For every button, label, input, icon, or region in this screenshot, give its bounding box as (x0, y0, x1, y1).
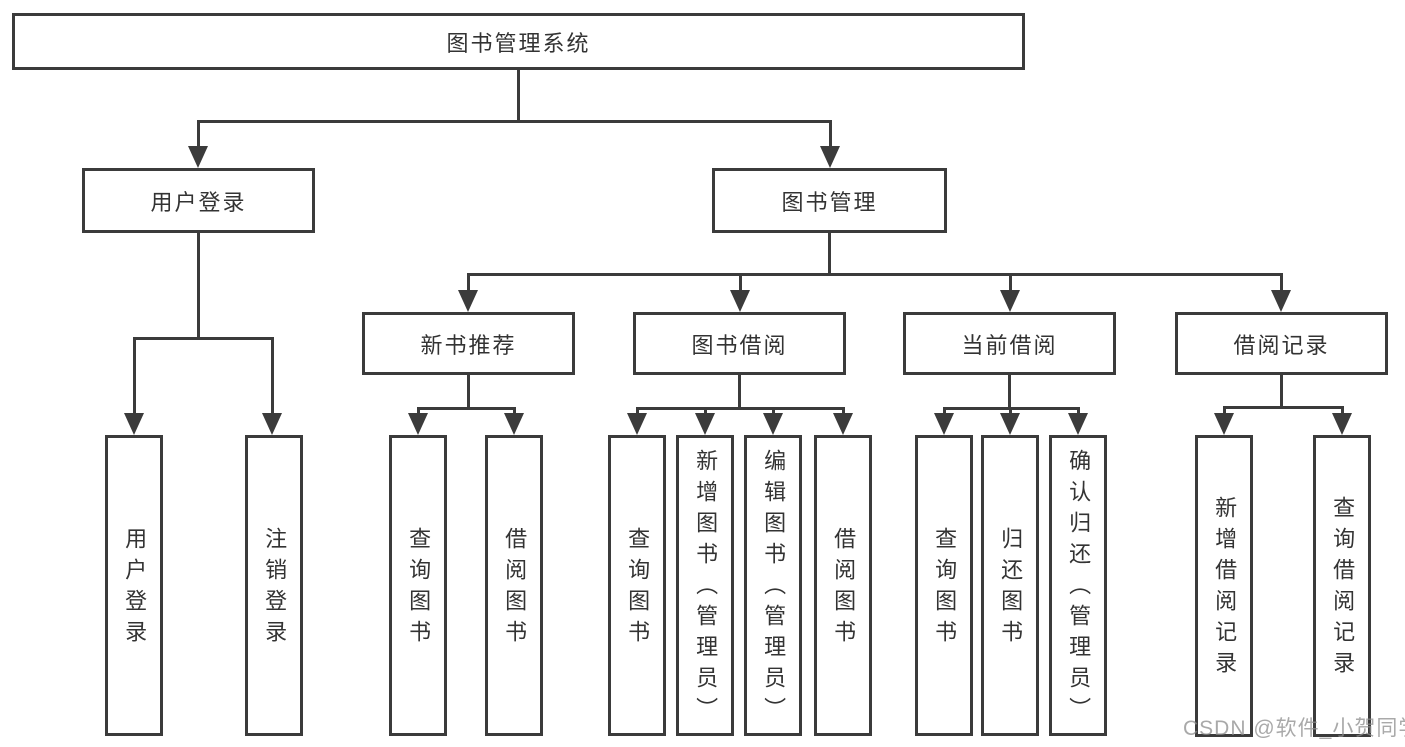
node-library-system: 图书管理系统 (12, 13, 1025, 70)
arrow-down-icon (820, 146, 840, 168)
connector-line (1009, 273, 1012, 294)
connector-line (636, 407, 845, 410)
arrow-down-icon (408, 413, 428, 435)
node-book-management: 图书管理 (712, 168, 947, 233)
connector-line (1223, 406, 1226, 416)
connector-line (417, 407, 516, 410)
arrow-down-icon (934, 413, 954, 435)
leaf-borrowing-borrow-books: 借阅图书 (814, 435, 872, 736)
leaf-borrowing-add-books-admin: 新增图书（管理员） (676, 435, 734, 736)
leaf-records-add-borrow-record: 新增借阅记录 (1195, 435, 1253, 737)
connector-line (1009, 407, 1012, 416)
leaf-user-login: 用户登录 (105, 435, 163, 736)
connector-line (636, 407, 639, 416)
node-user-login: 用户登录 (82, 168, 315, 233)
connector-line (1077, 407, 1080, 416)
connector-line (197, 120, 831, 123)
arrow-down-icon (1214, 413, 1234, 435)
node-borrowing-records: 借阅记录 (1175, 312, 1388, 375)
connector-line (739, 273, 742, 294)
connector-line (1280, 375, 1283, 406)
leaf-current-confirm-return-admin: 确认归还（管理员） (1049, 435, 1107, 736)
arrow-down-icon (627, 413, 647, 435)
arrow-down-icon (124, 413, 144, 435)
connector-line (1223, 406, 1344, 409)
connector-line (1341, 406, 1344, 416)
node-book-borrowing: 图书借阅 (633, 312, 846, 375)
leaf-current-return-books: 归还图书 (981, 435, 1039, 736)
connector-line (829, 120, 832, 150)
connector-line (133, 337, 136, 416)
leaf-recommend-borrow-books: 借阅图书 (485, 435, 543, 736)
connector-line (197, 120, 200, 150)
connector-line (1008, 375, 1011, 407)
node-new-book-recommend: 新书推荐 (362, 312, 575, 375)
node-current-borrowing: 当前借阅 (903, 312, 1116, 375)
connector-line (517, 70, 520, 120)
connector-line (197, 233, 200, 337)
connector-line (417, 407, 420, 416)
connector-line (842, 407, 845, 416)
arrow-down-icon (1068, 413, 1088, 435)
connector-line (943, 407, 946, 416)
leaf-records-query-borrow-record: 查询借阅记录 (1313, 435, 1371, 737)
connector-line (704, 407, 707, 416)
leaf-borrowing-edit-books-admin: 编辑图书（管理员） (744, 435, 802, 736)
connector-line (133, 337, 274, 340)
arrow-down-icon (188, 146, 208, 168)
arrow-down-icon (1271, 290, 1291, 312)
arrow-down-icon (763, 413, 783, 435)
arrow-down-icon (504, 413, 524, 435)
arrow-down-icon (262, 413, 282, 435)
arrow-down-icon (695, 413, 715, 435)
connector-line (513, 407, 516, 416)
leaf-current-query-books: 查询图书 (915, 435, 973, 736)
arrow-down-icon (833, 413, 853, 435)
connector-line (467, 273, 1283, 276)
leaf-borrowing-query-books: 查询图书 (608, 435, 666, 736)
leaf-logout: 注销登录 (245, 435, 303, 736)
arrow-down-icon (1332, 413, 1352, 435)
connector-line (738, 375, 741, 407)
csdn-watermark: CSDN @软件_小贺同学 (1183, 717, 1405, 740)
connector-line (828, 233, 831, 273)
connector-line (467, 273, 470, 294)
arrow-down-icon (1000, 290, 1020, 312)
connector-line (467, 375, 470, 407)
connector-line (1280, 273, 1283, 294)
arrow-down-icon (458, 290, 478, 312)
connector-line (271, 337, 274, 416)
connector-line (772, 407, 775, 416)
arrow-down-icon (730, 290, 750, 312)
arrow-down-icon (1000, 413, 1020, 435)
leaf-recommend-query-books: 查询图书 (389, 435, 447, 736)
